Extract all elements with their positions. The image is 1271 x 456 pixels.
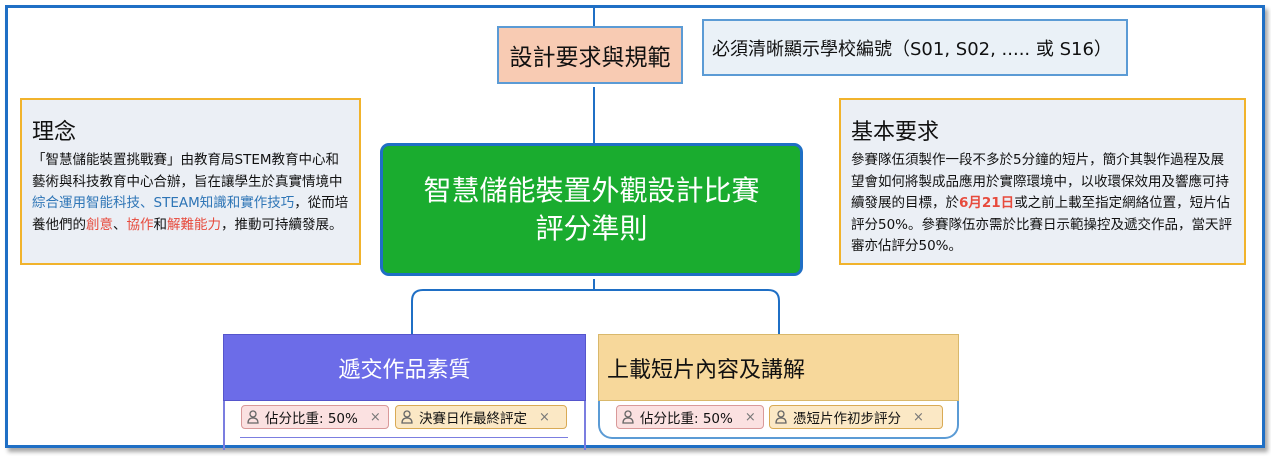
video-weight-tag[interactable]: 佔分比重: 50% ×	[616, 405, 764, 429]
central-title-line1: 智慧儲能裝置外觀設計比賽	[423, 173, 760, 207]
remove-tag-icon[interactable]: ×	[913, 409, 924, 425]
philosophy-title: 理念	[32, 120, 77, 145]
submission-divider	[240, 437, 568, 438]
deadline-date: 6月21日	[959, 195, 1015, 212]
person-icon	[775, 410, 787, 424]
philosophy-text: ，推動可持續發展。	[221, 216, 343, 233]
tag-label: 憑短片作初步評分	[793, 411, 901, 427]
philosophy-text: ，從而培養他們的	[32, 195, 349, 233]
remove-tag-icon[interactable]: ×	[369, 409, 381, 425]
person-icon	[401, 410, 413, 424]
tag-label: 決賽日作最終評定	[419, 411, 527, 427]
submission-quality-label: 遞交作品素質	[338, 357, 471, 383]
remove-tag-icon[interactable]: ×	[539, 409, 550, 425]
school-id-note[interactable]: 必須清晰顯示學校編號（S01, S02, ..... 或 S16）	[702, 19, 1128, 76]
video-initial-tag[interactable]: 憑短片作初步評分 ×	[769, 405, 943, 429]
tag-label: 佔分比重: 50%	[265, 411, 358, 427]
person-icon	[622, 410, 634, 424]
submission-quality-node[interactable]: 遞交作品素質	[223, 334, 586, 401]
submission-weight-tag[interactable]: 佔分比重: 50% ×	[241, 405, 389, 429]
video-content-label: 上載短片內容及講解	[607, 357, 806, 383]
requirements-label: 設計要求與規範	[509, 45, 671, 71]
remove-tag-icon[interactable]: ×	[744, 409, 756, 425]
philosophy-card[interactable]: 理念 「智慧儲能裝置挑戰賽」由教育局STEM教育中心和藝術與科技教育中心合辦，旨…	[20, 98, 361, 265]
philosophy-text: 、	[113, 216, 127, 233]
philosophy-text: 和	[153, 216, 168, 233]
basic-requirements-card[interactable]: 基本要求 參賽隊伍須製作一段不多於5分鐘的短片，簡介其製作過程及展望會如何將製成…	[839, 98, 1246, 265]
central-title-line2: 評分準則	[535, 211, 648, 245]
basic-requirements-text: 參賽隊伍須製作一段不多於5分鐘的短片，簡介其製作過程及展望會如何將製成品應用於實…	[851, 152, 1229, 212]
philosophy-highlight-creativity: 創意	[86, 216, 113, 233]
basic-requirements-title: 基本要求	[851, 120, 940, 145]
tag-label: 佔分比重: 50%	[640, 411, 733, 427]
philosophy-highlight-problem-solving: 解難能力	[167, 216, 221, 233]
basic-requirements-body: 參賽隊伍須製作一段不多於5分鐘的短片，簡介其製作過程及展望會如何將製成品應用於實…	[851, 150, 1234, 258]
video-content-node[interactable]: 上載短片內容及講解	[598, 334, 959, 401]
philosophy-highlight-collaboration: 協作	[126, 216, 154, 233]
person-icon	[247, 410, 259, 424]
philosophy-highlight-skills: 綜合運用智能科技、STEAM知識和實作技巧	[32, 195, 295, 212]
connector-lines	[411, 8, 780, 339]
basic-requirements-text: 或之前上載至指定網絡位置，短片佔評分50%。參賽隊伍亦需於比賽日示範操控及遞交作…	[851, 195, 1233, 255]
requirements-node[interactable]: 設計要求與規範	[497, 26, 683, 84]
central-topic[interactable]: 智慧儲能裝置外觀設計比賽 評分準則	[380, 143, 803, 276]
video-branch-body	[598, 400, 959, 439]
submission-final-tag[interactable]: 決賽日作最終評定 ×	[395, 405, 567, 429]
school-id-note-text: 必須清晰顯示學校編號（S01, S02, ..... 或 S16）	[712, 38, 1112, 60]
submission-branch-body	[223, 400, 586, 450]
philosophy-body: 「智慧儲能裝置挑戰賽」由教育局STEM教育中心和藝術與科技教育中心合辦，旨在讓學…	[32, 150, 349, 236]
philosophy-text: 「智慧儲能裝置挑戰賽」由教育局STEM教育中心和藝術與科技教育中心合辦，旨在讓學…	[32, 152, 343, 190]
